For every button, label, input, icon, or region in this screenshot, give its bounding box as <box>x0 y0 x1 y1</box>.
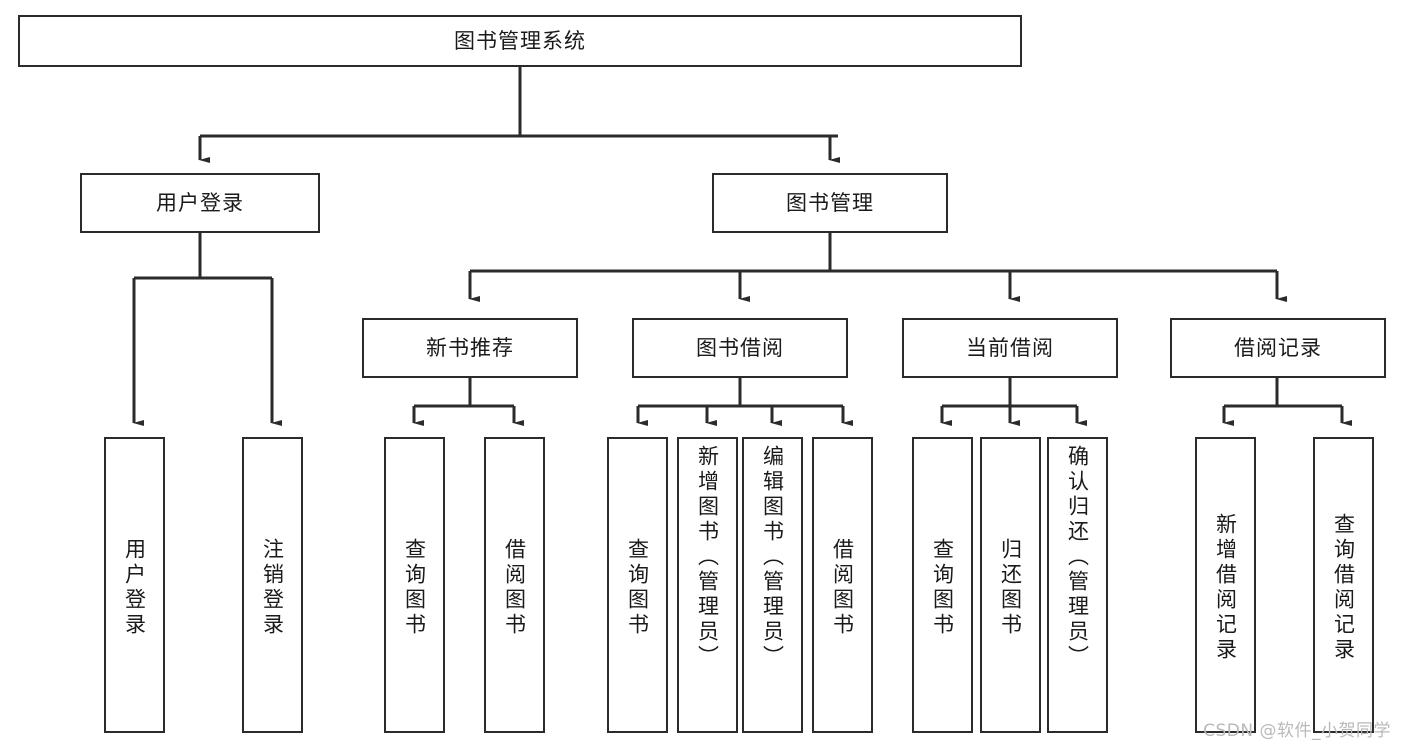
watermark: CSDN @软件_小贺同学 <box>1203 721 1391 741</box>
leaf-current-borrow-confirm[interactable]: 确认归还（管理员） <box>1047 437 1108 733</box>
leaf-current-borrow-return[interactable]: 归还图书 <box>980 437 1041 733</box>
leaf-user-login-login[interactable]: 用户登录 <box>104 437 165 733</box>
leaf-book-borrow-add-label: 新增图书（管理员） <box>695 445 720 670</box>
leaf-new-book-borrow[interactable]: 借阅图书 <box>484 437 545 733</box>
leaf-current-borrow-query[interactable]: 查询图书 <box>912 437 973 733</box>
node-root-label: 图书管理系统 <box>454 28 586 53</box>
leaf-book-borrow-edit-label: 编辑图书（管理员） <box>760 445 785 670</box>
leaf-new-book-query-label: 查询图书 <box>402 538 427 638</box>
leaf-user-login-login-label: 用户登录 <box>122 538 147 638</box>
node-borrow-record-label: 借阅记录 <box>1234 335 1322 360</box>
leaf-book-borrow-query-label: 查询图书 <box>625 538 650 638</box>
node-current-borrow[interactable]: 当前借阅 <box>902 318 1118 378</box>
node-root[interactable]: 图书管理系统 <box>18 15 1022 67</box>
leaf-new-book-query[interactable]: 查询图书 <box>384 437 445 733</box>
node-book-management-label: 图书管理 <box>786 190 874 215</box>
leaf-user-login-logout-label: 注销登录 <box>260 538 285 638</box>
node-book-management[interactable]: 图书管理 <box>712 173 948 233</box>
leaf-new-book-borrow-label: 借阅图书 <box>502 538 527 638</box>
node-user-login[interactable]: 用户登录 <box>80 173 320 233</box>
leaf-borrow-record-add[interactable]: 新增借阅记录 <box>1195 437 1256 733</box>
node-new-book-recommend-label: 新书推荐 <box>426 335 514 360</box>
node-book-borrow-label: 图书借阅 <box>696 335 784 360</box>
leaf-borrow-record-add-label: 新增借阅记录 <box>1213 513 1238 663</box>
node-new-book-recommend[interactable]: 新书推荐 <box>362 318 578 378</box>
leaf-book-borrow-borrow-label: 借阅图书 <box>830 538 855 638</box>
leaf-current-borrow-return-label: 归还图书 <box>998 538 1023 638</box>
leaf-book-borrow-add[interactable]: 新增图书（管理员） <box>677 437 738 733</box>
node-user-login-label: 用户登录 <box>156 190 244 215</box>
leaf-book-borrow-query[interactable]: 查询图书 <box>607 437 668 733</box>
leaf-user-login-logout[interactable]: 注销登录 <box>242 437 303 733</box>
leaf-borrow-record-query[interactable]: 查询借阅记录 <box>1313 437 1374 733</box>
leaf-current-borrow-confirm-label: 确认归还（管理员） <box>1065 445 1090 670</box>
node-book-borrow[interactable]: 图书借阅 <box>632 318 848 378</box>
leaf-book-borrow-borrow[interactable]: 借阅图书 <box>812 437 873 733</box>
leaf-book-borrow-edit[interactable]: 编辑图书（管理员） <box>742 437 803 733</box>
leaf-current-borrow-query-label: 查询图书 <box>930 538 955 638</box>
leaf-borrow-record-query-label: 查询借阅记录 <box>1331 513 1356 663</box>
node-borrow-record[interactable]: 借阅记录 <box>1170 318 1386 378</box>
node-current-borrow-label: 当前借阅 <box>966 335 1054 360</box>
